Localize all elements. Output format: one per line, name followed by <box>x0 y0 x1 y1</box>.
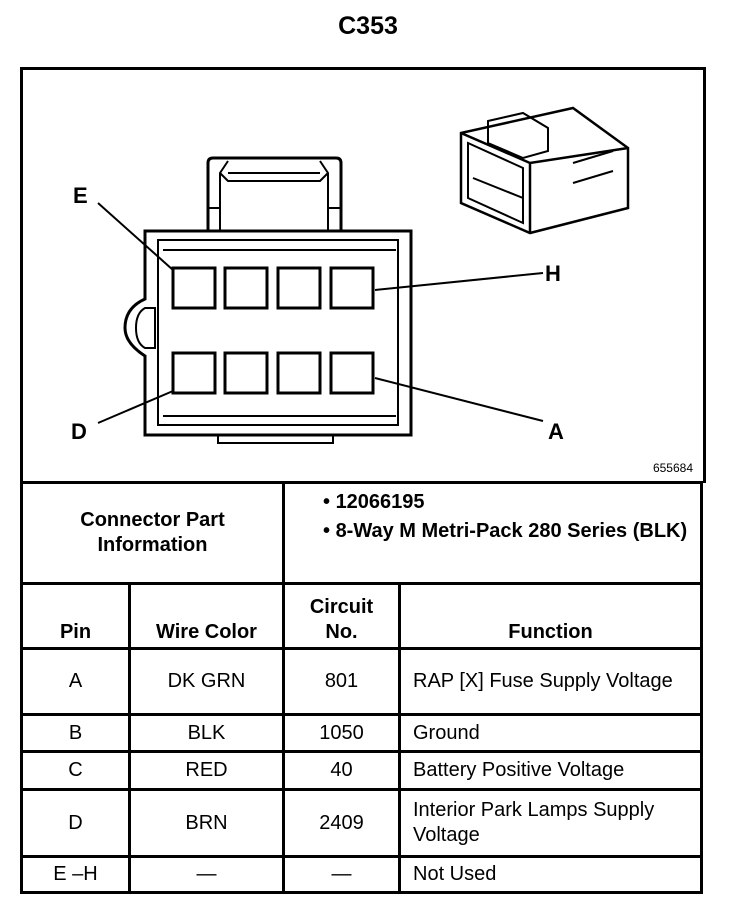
circuit: 1050 <box>282 713 401 753</box>
function: RAP [X] Fuse Supply Voltage <box>398 647 703 716</box>
connector-diagram: E H D A 655684 <box>20 67 706 483</box>
connector-3d-view <box>459 106 630 235</box>
table-row: B BLK 1050 Ground <box>20 713 703 753</box>
circuit: 2409 <box>282 788 401 858</box>
circuit: 40 <box>282 750 401 791</box>
part-description: 8-Way M Metri-Pack 280 Series (BLK) <box>335 520 688 542</box>
circuit: 801 <box>282 647 401 716</box>
connector-face-drawing: E H D A <box>71 106 630 444</box>
pin: B <box>20 713 131 753</box>
header-function: Function <box>398 582 703 650</box>
connector-info-label: Connector Part Information <box>20 481 285 585</box>
wire-color: RED <box>128 750 285 791</box>
function: Ground <box>398 713 703 753</box>
pin: E –H <box>20 855 131 894</box>
table-header: Pin Wire Color Circuit No. Function <box>20 582 703 650</box>
header-wire-color: Wire Color <box>128 582 285 650</box>
pin-cavities <box>171 266 375 395</box>
pin-label-e: E <box>73 183 88 208</box>
wire-color: — <box>128 855 285 894</box>
table-row: D BRN 2409 Interior Park Lamps Supply Vo… <box>20 788 703 858</box>
function: Battery Positive Voltage <box>398 750 703 791</box>
function: Not Used <box>398 855 703 894</box>
connector-info-items: • 12066195 • 8-Way M Metri-Pack 280 Seri… <box>282 481 703 585</box>
circuit: — <box>282 855 401 894</box>
pin: D <box>20 788 131 858</box>
connector-table: Connector Part Information • 12066195 • … <box>20 481 703 894</box>
pin-label-h: H <box>545 261 561 286</box>
function: Interior Park Lamps Supply Voltage <box>398 788 703 858</box>
pin-label-a: A <box>548 419 564 444</box>
table-row: C RED 40 Battery Positive Voltage <box>20 750 703 791</box>
wire-color: BRN <box>128 788 285 858</box>
wire-color: BLK <box>128 713 285 753</box>
connector-info-row: Connector Part Information • 12066195 • … <box>20 481 703 585</box>
connector-title: C353 <box>338 12 398 40</box>
wire-color: DK GRN <box>128 647 285 716</box>
part-number: 12066195 <box>335 491 425 513</box>
figure-number: 655684 <box>652 461 693 475</box>
table-row: E –H — — Not Used <box>20 855 703 894</box>
table-row: A DK GRN 801 RAP [X] Fuse Supply Voltage <box>20 647 703 716</box>
pin-label-d: D <box>71 419 87 444</box>
header-circuit: Circuit No. <box>282 582 401 650</box>
pin: C <box>20 750 131 791</box>
pin: A <box>20 647 131 716</box>
header-pin: Pin <box>20 582 131 650</box>
